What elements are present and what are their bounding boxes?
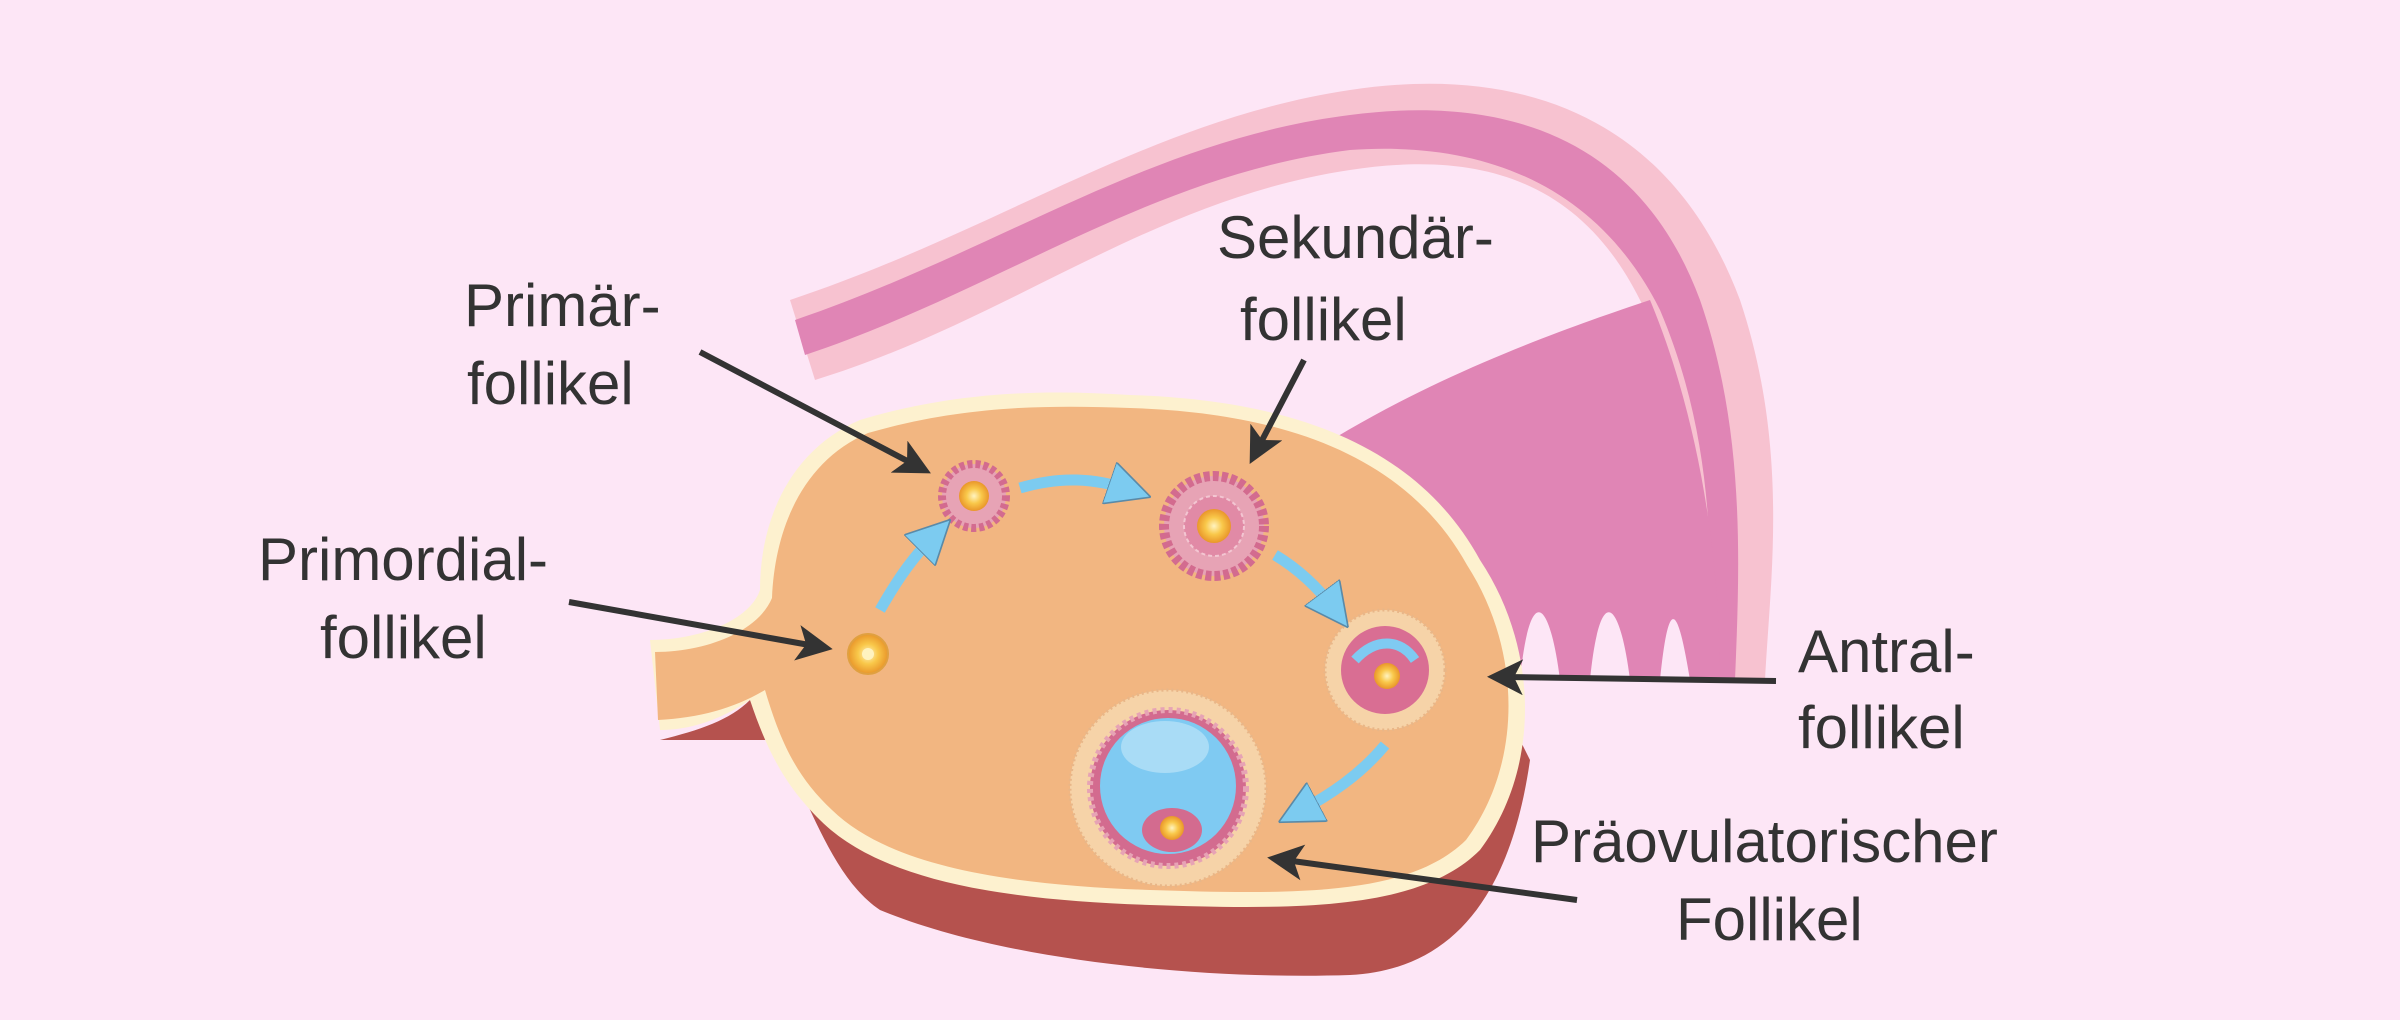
label-arrows bbox=[568, 349, 1777, 903]
arrow-primary-to-secondary bbox=[1018, 480, 1130, 490]
label-primary-line1: Primär- bbox=[464, 272, 661, 339]
progression-arrows bbox=[875, 480, 1390, 812]
label-antral-line2: follikel bbox=[1798, 694, 1965, 761]
label-primordial-line1: Primordial- bbox=[258, 526, 548, 593]
ovary-body bbox=[655, 406, 1509, 893]
label-secondary-line2: follikel bbox=[1240, 286, 1407, 353]
labels: Primär- follikel Sekundär- follikel Prim… bbox=[258, 204, 1998, 953]
preovulatory-follicle bbox=[1068, 688, 1268, 888]
primary-follicle bbox=[938, 460, 1010, 532]
tube-inner bbox=[795, 110, 1739, 680]
arrow-primordial-to-primary bbox=[875, 535, 935, 613]
label-preovulatory-line2: Follikel bbox=[1676, 886, 1863, 953]
label-antral-line1: Antral- bbox=[1798, 618, 1975, 685]
fimbriae bbox=[1300, 300, 1720, 680]
antral-follicle bbox=[1323, 608, 1447, 732]
primordial-follicle bbox=[847, 633, 889, 675]
label-preovulatory-line1: Präovulatorischer bbox=[1531, 808, 1998, 875]
label-primordial-line2: follikel bbox=[320, 604, 487, 671]
label-secondary-line1: Sekundär- bbox=[1217, 204, 1494, 271]
secondary-follicle bbox=[1159, 471, 1269, 581]
arrow-antral bbox=[1487, 659, 1777, 696]
arrow-primordial bbox=[568, 599, 833, 661]
arrow-preovulatory bbox=[1267, 844, 1578, 903]
arrow-primary bbox=[698, 349, 931, 474]
arrow-secondary-to-antral bbox=[1272, 550, 1335, 610]
fallopian-tube bbox=[790, 83, 1774, 681]
label-primary-line2: follikel bbox=[467, 350, 634, 417]
arrow-secondary bbox=[1249, 358, 1307, 464]
ovary bbox=[650, 392, 1530, 976]
arrow-antral-to-preovulatory bbox=[1298, 741, 1390, 812]
